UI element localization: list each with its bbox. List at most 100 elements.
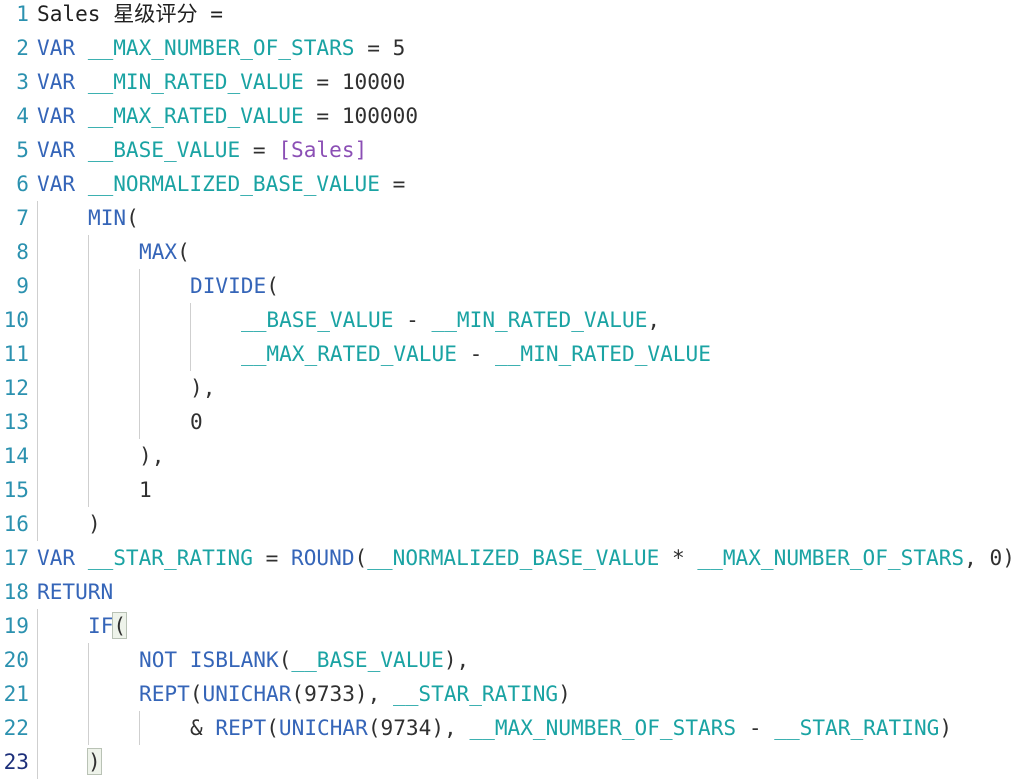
indent-guide — [190, 303, 191, 337]
code-text: ) — [87, 745, 102, 779]
keyword-token: VAR — [37, 35, 88, 60]
code-line[interactable]: 3 VAR __MIN_RATED_VALUE = 10000 — [0, 65, 1023, 99]
code-text: MAX( — [139, 235, 190, 269]
code-text: VAR __BASE_VALUE = [Sales] — [37, 133, 367, 167]
operator-token: ( — [266, 273, 279, 298]
operator-token: ), — [190, 375, 216, 400]
code-text: IF( — [88, 609, 128, 643]
operator-token: & — [190, 715, 216, 740]
indent-guide — [37, 371, 38, 405]
code-line[interactable]: 16) — [0, 507, 1023, 541]
line-number: 3 — [16, 69, 29, 94]
indent-guide — [88, 677, 89, 711]
keyword-token: VAR — [37, 137, 88, 162]
code-line[interactable]: 22& REPT(UNICHAR(9734), __MAX_NUMBER_OF_… — [0, 711, 1023, 745]
operator-token: ( — [112, 612, 128, 639]
code-line[interactable]: 14), — [0, 439, 1023, 473]
indent-guide — [37, 711, 38, 745]
indent-guide — [37, 201, 38, 235]
number-token: 5 — [392, 35, 406, 60]
line-number: 1 — [16, 1, 29, 26]
indent-guide — [37, 303, 38, 337]
variable-token: __BASE_VALUE — [241, 307, 394, 332]
line-number: 16 — [3, 511, 29, 536]
keyword-token: REPT — [215, 715, 267, 740]
line-number: 9 — [16, 273, 29, 298]
indent-guide — [37, 235, 38, 269]
operator-token: ( — [189, 681, 203, 706]
code-line[interactable]: 1 Sales 星级评分 = — [0, 0, 1023, 31]
code-text: VAR __MIN_RATED_VALUE = 10000 — [37, 65, 405, 99]
variable-token: __MAX_NUMBER_OF_STARS — [469, 715, 737, 740]
operator-token: ), — [139, 443, 165, 468]
keyword-token: VAR — [37, 171, 88, 196]
operator-token: , — [964, 545, 990, 570]
operator-token: ( — [266, 715, 279, 740]
code-line[interactable]: 10__BASE_VALUE - __MIN_RATED_VALUE, — [0, 303, 1023, 337]
measure-token: [Sales] — [278, 137, 368, 162]
number-token: 100000 — [341, 103, 419, 128]
operator-token: ( — [278, 647, 292, 672]
operator-token: ) — [87, 748, 102, 775]
number-token: 10000 — [341, 69, 406, 94]
variable-token: __BASE_VALUE — [291, 647, 444, 672]
code-text: ), — [190, 371, 215, 405]
code-text: Sales 星级评分 = — [37, 0, 223, 31]
operator-token: - — [456, 341, 496, 366]
code-text: VAR __NORMALIZED_BASE_VALUE = — [37, 167, 405, 201]
keyword-token: MAX — [139, 239, 178, 264]
operator-token: ) — [939, 715, 953, 740]
code-text: ) — [88, 507, 101, 541]
keyword-token: ROUND — [291, 545, 355, 570]
indent-guide — [139, 269, 140, 303]
variable-token: __MIN_RATED_VALUE — [431, 307, 648, 332]
code-text: ), — [139, 439, 164, 473]
keyword-token: UNICHAR — [278, 715, 368, 740]
indent-guide — [190, 337, 191, 371]
indent-guide — [88, 235, 89, 269]
line-number: 20 — [3, 647, 29, 672]
number-token: 0 — [190, 409, 203, 434]
number-token: 0 — [989, 545, 1003, 570]
line-number: 17 — [3, 545, 29, 570]
code-text: 1 — [139, 473, 152, 507]
code-text: & REPT(UNICHAR(9734), __MAX_NUMBER_OF_ST… — [190, 711, 952, 745]
code-line[interactable]: 11__MAX_RATED_VALUE - __MIN_RATED_VALUE — [0, 337, 1023, 371]
operator-token: ), — [443, 647, 470, 672]
keyword-token: IF — [88, 613, 114, 638]
indent-guide — [37, 439, 38, 473]
line-number: 7 — [16, 205, 29, 230]
indent-guide — [88, 439, 89, 473]
operator-token: = — [354, 35, 393, 60]
code-line[interactable]: 23) — [0, 745, 1023, 779]
indent-guide — [37, 507, 38, 541]
code-line[interactable]: 12), — [0, 371, 1023, 405]
indent-guide — [37, 269, 38, 303]
indent-guide — [88, 405, 89, 439]
variable-token: __MIN_RATED_VALUE — [495, 341, 711, 366]
operator-token: ) — [558, 681, 571, 706]
code-text: VAR __MAX_NUMBER_OF_STARS = 5 — [37, 31, 405, 65]
variable-token: __NORMALIZED_BASE_VALUE — [87, 171, 380, 196]
line-number: 10 — [3, 307, 29, 332]
indent-guide — [37, 677, 38, 711]
keyword-token: MIN — [88, 205, 127, 230]
indent-guide — [37, 643, 38, 677]
indent-guide — [88, 643, 89, 677]
indent-guide — [37, 473, 38, 507]
